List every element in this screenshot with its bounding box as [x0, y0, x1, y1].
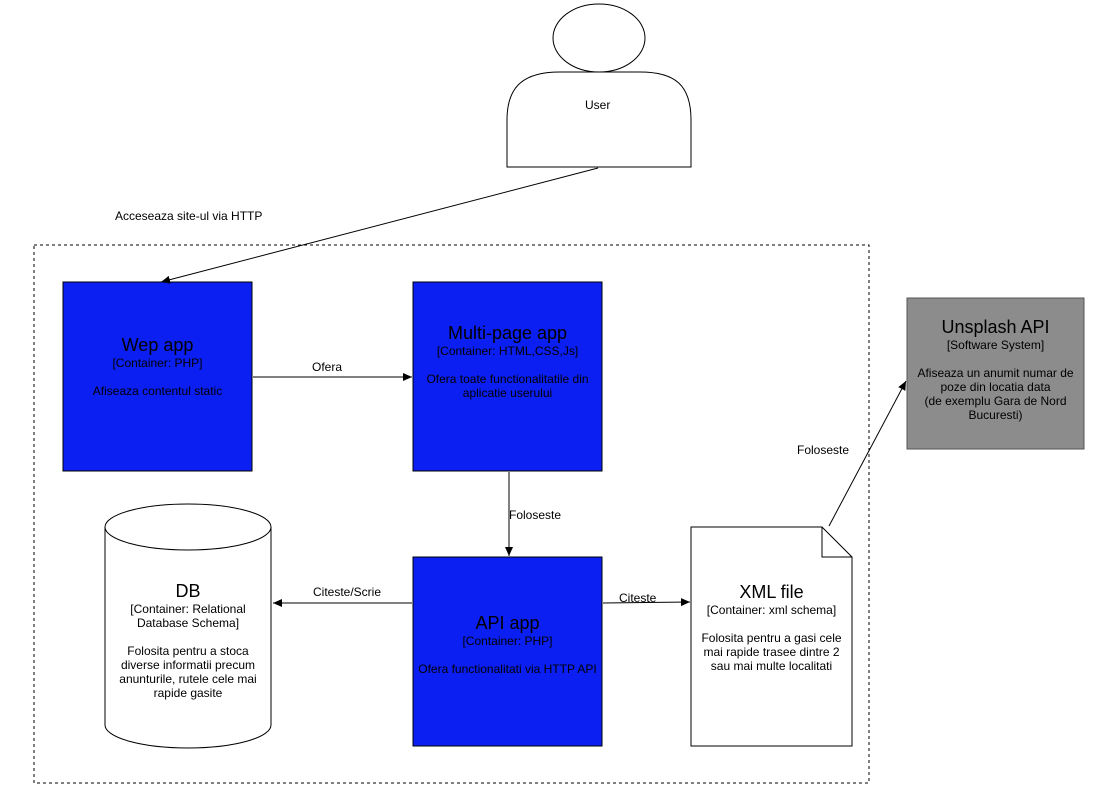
unsplash-api-desc-line-2: poze din locatia data [940, 380, 1051, 394]
web-app-text: Wep app [Container: PHP] Afiseaza conten… [63, 282, 252, 471]
db-desc-line-2: diverse informatii precum [120, 657, 256, 672]
db-desc-line-1: Folosita pentru a stoca [127, 643, 249, 658]
user-body [506, 71, 692, 168]
multi-page-app-title: Multi-page app [447, 323, 568, 343]
unsplash-api-title: Unsplash API [941, 317, 1050, 337]
db-tech-line-1: [Container: Relational [130, 601, 246, 616]
multi-page-app-tech: [Container: HTML,CSS,Js] [436, 344, 579, 358]
api-app-desc: Ofera functionalitati via HTTP API [418, 662, 597, 676]
db-title: DB [175, 580, 201, 601]
xml-file-desc-line-1: Folosita pentru a gasi cele [701, 630, 842, 645]
xml-file-fold [821, 527, 852, 558]
edge-label-user-to-web: Acceseaza site-ul via HTTP [115, 209, 263, 223]
api-app-box[interactable] [412, 556, 603, 747]
web-app-box[interactable] [62, 281, 253, 472]
edge-label-api-to-db: Citeste/Scrie [313, 585, 382, 599]
xml-file-desc-line-2: mai rapide trasee dintre 2 [703, 644, 840, 659]
multi-page-app-box[interactable] [412, 281, 603, 472]
unsplash-api-box[interactable] [906, 297, 1085, 450]
edge-label-web-to-multi: Ofera [312, 360, 343, 374]
unsplash-api-desc-line-1: Afiseaza un anumit numar de [917, 366, 1074, 380]
edge-label-xml-to-unsplash: Foloseste [797, 443, 850, 457]
db-cylinder-body [104, 527, 272, 749]
user-head [552, 3, 646, 73]
unsplash-api-desc-line-3: (de exemplu Gara de Nord [924, 394, 1067, 408]
unsplash-api-desc-line-4: Bucuresti) [968, 408, 1023, 422]
user-label: User [585, 98, 611, 112]
db-cylinder-top [104, 503, 272, 551]
multi-page-app-desc-line-1: Ofera toate functionalitatile din [426, 372, 589, 386]
xml-file-text: XML file [Container: xml schema] Folosit… [691, 557, 852, 717]
xml-file-body [690, 526, 853, 747]
db-desc-line-4: rapide gasite [153, 685, 223, 700]
web-app-title: Wep app [121, 335, 194, 355]
multi-page-app-desc-line-2: aplicatie userului [462, 386, 553, 400]
xml-file-document[interactable] [690, 526, 853, 747]
multi-page-app-text: Multi-page app [Container: HTML,CSS,Js] … [413, 282, 602, 471]
xml-file-tech: [Container: xml schema] [706, 602, 837, 617]
user-person[interactable] [506, 3, 692, 168]
db-text: DB [Container: Relational Database Schem… [105, 560, 271, 730]
xml-file-desc-line-3: sau mai multe localitati [710, 658, 833, 673]
web-app-desc: Afiseaza contentul static [92, 384, 223, 398]
xml-file-title: XML file [739, 581, 804, 602]
web-app-tech: [Container: PHP] [112, 356, 203, 370]
api-app-title: API app [475, 613, 540, 633]
api-app-text: API app [Container: PHP] Ofera functiona… [413, 557, 602, 746]
db-cylinder[interactable] [104, 503, 272, 749]
unsplash-api-tech: [Software System] [946, 338, 1045, 352]
edge-label-api-to-xml: Citeste [619, 591, 657, 605]
edge-user-to-web-app [160, 167, 599, 284]
edge-label-multi-to-api: Foloseste [509, 508, 562, 522]
edge-api-to-xml [602, 598, 691, 607]
db-tech-line-2: Database Schema] [136, 615, 240, 630]
unsplash-api-text: Unsplash API [Software System] Afiseaza … [907, 298, 1084, 449]
edge-xml-to-unsplash [828, 380, 907, 527]
system-boundary [33, 244, 870, 784]
db-desc-line-3: anunturile, rutele cele mai [119, 671, 257, 686]
api-app-tech: [Container: PHP] [462, 634, 553, 648]
